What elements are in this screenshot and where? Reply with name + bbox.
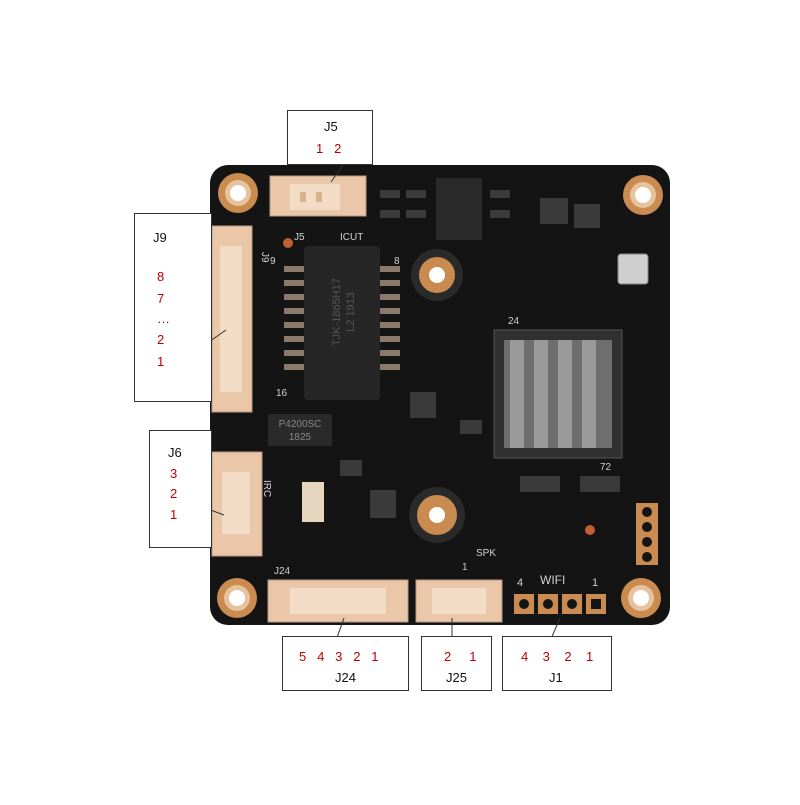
silk-num-9: 9 (270, 256, 276, 267)
callout-j1-pins: 4 3 2 1 (521, 649, 594, 664)
silk-icut: ICUT (340, 232, 363, 243)
silk-num-24: 24 (508, 316, 520, 327)
callout-j6-title: J6 (168, 445, 182, 460)
callout-j5: J5 1 2 (287, 110, 373, 165)
silk-spk: SPK (476, 548, 496, 559)
flash-chip (436, 178, 482, 240)
callout-j9-pin: 8 (157, 269, 165, 284)
callout-j24-title: J24 (335, 670, 356, 685)
test-pad (283, 238, 293, 248)
silk-num-72: 72 (600, 462, 612, 473)
mounting-hole-bottom-left (217, 578, 257, 618)
callout-j9: J9 8 7 … 2 1 (134, 213, 212, 402)
center-hole-upper (411, 249, 463, 301)
callout-j9-pin: … (157, 311, 170, 326)
mounting-hole-top-left (218, 173, 258, 213)
silk-j24: J24 (274, 566, 291, 577)
crystal (617, 253, 649, 285)
leader-j5 (330, 164, 344, 183)
silk-num-8: 8 (394, 256, 400, 267)
silk-j9: J9 (259, 252, 270, 263)
svg-text:1825: 1825 (289, 432, 312, 443)
mounting-hole-top-right (623, 175, 663, 215)
callout-j1-title: J1 (549, 670, 563, 685)
callout-j6-pin: 3 (170, 466, 178, 481)
silk-num-16: 16 (276, 388, 288, 399)
transformer-pins-right (380, 266, 400, 370)
callout-j9-pin: 1 (157, 354, 165, 369)
svg-text:TJK-1865H17: TJK-1865H17 (331, 278, 343, 346)
silk-irc: IRC (261, 480, 272, 497)
silk-wifi-pin-4: 4 (517, 577, 523, 589)
transformer-chip: TJK-1865H17 L2 1913 (304, 246, 380, 400)
callout-j25: 2 1 J25 (421, 636, 492, 691)
callout-j5-pins: 1 2 (316, 141, 342, 156)
callout-j24-pins: 5 4 3 2 1 (299, 649, 379, 664)
silk-num-1-j25: 1 (462, 562, 468, 573)
callout-j9-title: J9 (153, 230, 167, 245)
silk-wifi: WIFI (540, 573, 565, 587)
svg-text:P4200SC: P4200SC (279, 419, 322, 430)
callout-j9-pin: 7 (157, 291, 165, 306)
header-j24 (267, 579, 409, 623)
callout-j1: 4 3 2 1 J1 (502, 636, 612, 691)
side-pads-right (636, 503, 658, 565)
callout-j6-pin: 1 (170, 507, 178, 522)
regulator-chip: P4200SC 1825 (268, 414, 332, 446)
wifi-pads (514, 594, 606, 614)
center-hole-lower (409, 487, 465, 543)
small-components (340, 190, 620, 518)
header-j25 (415, 579, 503, 623)
tan-capacitor (302, 482, 324, 522)
callout-j25-title: J25 (446, 670, 467, 685)
callout-j24: 5 4 3 2 1 J24 (282, 636, 409, 691)
header-j5 (269, 175, 367, 217)
soc-heatsink (493, 329, 623, 459)
header-j6 (211, 451, 263, 557)
header-j9 (211, 225, 253, 413)
callout-j9-pin: 2 (157, 332, 165, 347)
callout-j6: J6 3 2 1 (149, 430, 212, 548)
transformer-pins-left (284, 266, 304, 370)
callout-j25-pins: 2 1 (444, 649, 477, 664)
callout-j6-pin: 2 (170, 486, 178, 501)
silk-j5: J5 (294, 232, 305, 243)
test-pad-right (585, 525, 595, 535)
callout-j5-title: J5 (324, 119, 338, 134)
silk-wifi-pin-1: 1 (592, 577, 598, 589)
mounting-hole-bottom-right (621, 578, 661, 618)
svg-text:L2 1913: L2 1913 (345, 292, 357, 332)
